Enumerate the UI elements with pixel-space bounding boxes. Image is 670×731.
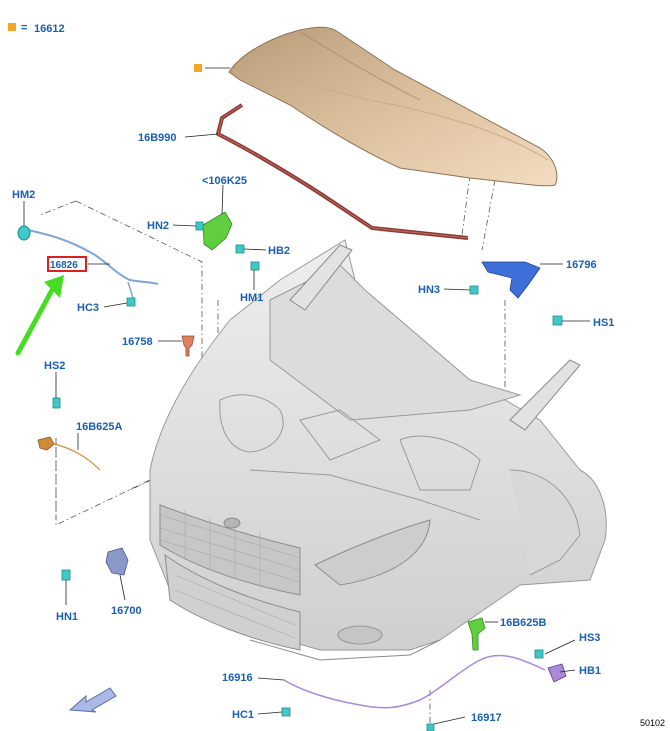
hood-crease	[254, 59, 549, 161]
hc3-clip-icon[interactable]	[126, 297, 136, 307]
clip-16917-icon[interactable]	[426, 723, 435, 731]
label-16917[interactable]: 16917	[471, 712, 502, 724]
label-16b990[interactable]: 16B990	[138, 132, 177, 144]
pointer-arrow-icon	[15, 275, 64, 356]
highlight-box	[47, 256, 87, 272]
legend-equals: =	[21, 22, 27, 34]
hs2-screw-icon[interactable]	[52, 397, 61, 409]
cable-drop	[127, 281, 134, 299]
hood-panel[interactable]	[228, 26, 558, 187]
hn3-nut-icon[interactable]	[469, 285, 479, 295]
hood-crease-top	[299, 31, 421, 101]
label-hb1[interactable]: HB1	[579, 665, 601, 677]
legend-marker-icon	[8, 23, 16, 31]
cable-16b625a[interactable]	[53, 443, 101, 471]
hood-seal-highlight	[217, 104, 469, 239]
bracket-16796-icon[interactable]	[481, 261, 541, 299]
vehicle-front-body	[149, 239, 607, 661]
hn2-nut-icon[interactable]	[195, 221, 204, 231]
release-cable-16916[interactable]	[283, 654, 546, 709]
label-hs2[interactable]: HS2	[44, 360, 65, 372]
label-hn2[interactable]: HN2	[147, 220, 169, 232]
legend-code[interactable]: 16612	[34, 23, 65, 35]
latch-106k25-icon[interactable]	[202, 211, 233, 251]
hm1-screw-icon[interactable]	[250, 261, 260, 271]
hm2-part-icon[interactable]	[17, 225, 31, 241]
label-hn3[interactable]: HN3	[418, 284, 440, 296]
label-hn1[interactable]: HN1	[56, 611, 78, 623]
label-hm2[interactable]: HM2	[12, 189, 35, 201]
hc1-clip-icon[interactable]	[281, 707, 291, 717]
label-hs1[interactable]: HS1	[593, 317, 614, 329]
hood-marker-icon	[194, 64, 202, 72]
label-106k25[interactable]: <106K25	[202, 175, 247, 187]
hb2-bolt-icon[interactable]	[235, 244, 245, 254]
hb1-bracket-icon[interactable]	[547, 663, 567, 683]
latch-16700-icon[interactable]	[105, 547, 129, 576]
hn1-nut-icon[interactable]	[61, 569, 71, 581]
label-hc1[interactable]: HC1	[232, 709, 254, 721]
bracket-16b625a-icon[interactable]	[37, 436, 55, 451]
plug-16758-icon[interactable]	[181, 335, 195, 357]
leader-lines	[23, 67, 590, 725]
label-16826[interactable]: 16826	[50, 260, 78, 271]
label-hb2[interactable]: HB2	[268, 245, 290, 257]
label-hm1[interactable]: HM1	[240, 292, 263, 304]
hood-release-cable[interactable]	[27, 229, 159, 285]
front-direction-arrow-icon	[68, 687, 117, 713]
label-16916[interactable]: 16916	[222, 672, 253, 684]
hs3-screw-icon[interactable]	[534, 649, 544, 659]
label-hc3[interactable]: HC3	[77, 302, 99, 314]
label-16b625a[interactable]: 16B625A	[76, 421, 123, 433]
label-16700[interactable]: 16700	[111, 605, 142, 617]
label-16796[interactable]: 16796	[566, 259, 597, 271]
latch-16b625b-icon[interactable]	[467, 617, 486, 651]
hs1-screw-icon[interactable]	[552, 315, 563, 326]
label-16b625b[interactable]: 16B625B	[500, 617, 547, 629]
label-hs3[interactable]: HS3	[579, 632, 600, 644]
label-16758[interactable]: 16758	[122, 336, 153, 348]
diagram-reference-code: 50102	[640, 718, 665, 728]
